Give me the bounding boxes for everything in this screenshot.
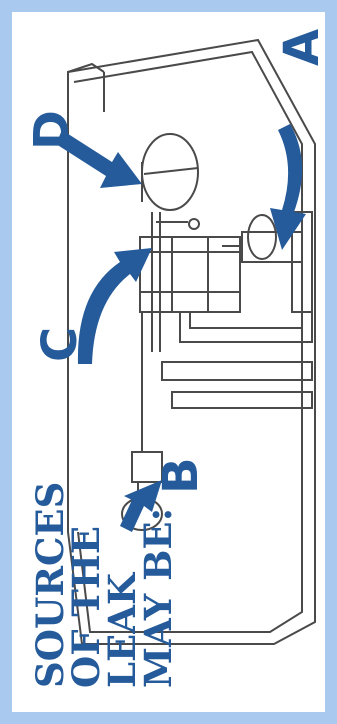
heading-line: MAY BE:	[140, 508, 176, 688]
flapper-valve	[222, 212, 312, 312]
float-arm	[152, 212, 199, 352]
heading-line: SOURCES	[32, 508, 68, 688]
label-c: C	[36, 327, 84, 362]
heading-line: OF THE	[68, 508, 104, 688]
label-d: D	[28, 110, 76, 150]
float-ball	[142, 134, 198, 210]
heading-line: LEAK	[104, 508, 140, 688]
diagram-panel: A B C D SOURCES OF THE LEAK MAY BE:	[12, 12, 325, 712]
overflow-tube	[140, 237, 240, 312]
label-b: B	[157, 457, 205, 494]
label-a: A	[278, 29, 325, 66]
sources-heading: SOURCES OF THE LEAK MAY BE:	[32, 508, 176, 688]
